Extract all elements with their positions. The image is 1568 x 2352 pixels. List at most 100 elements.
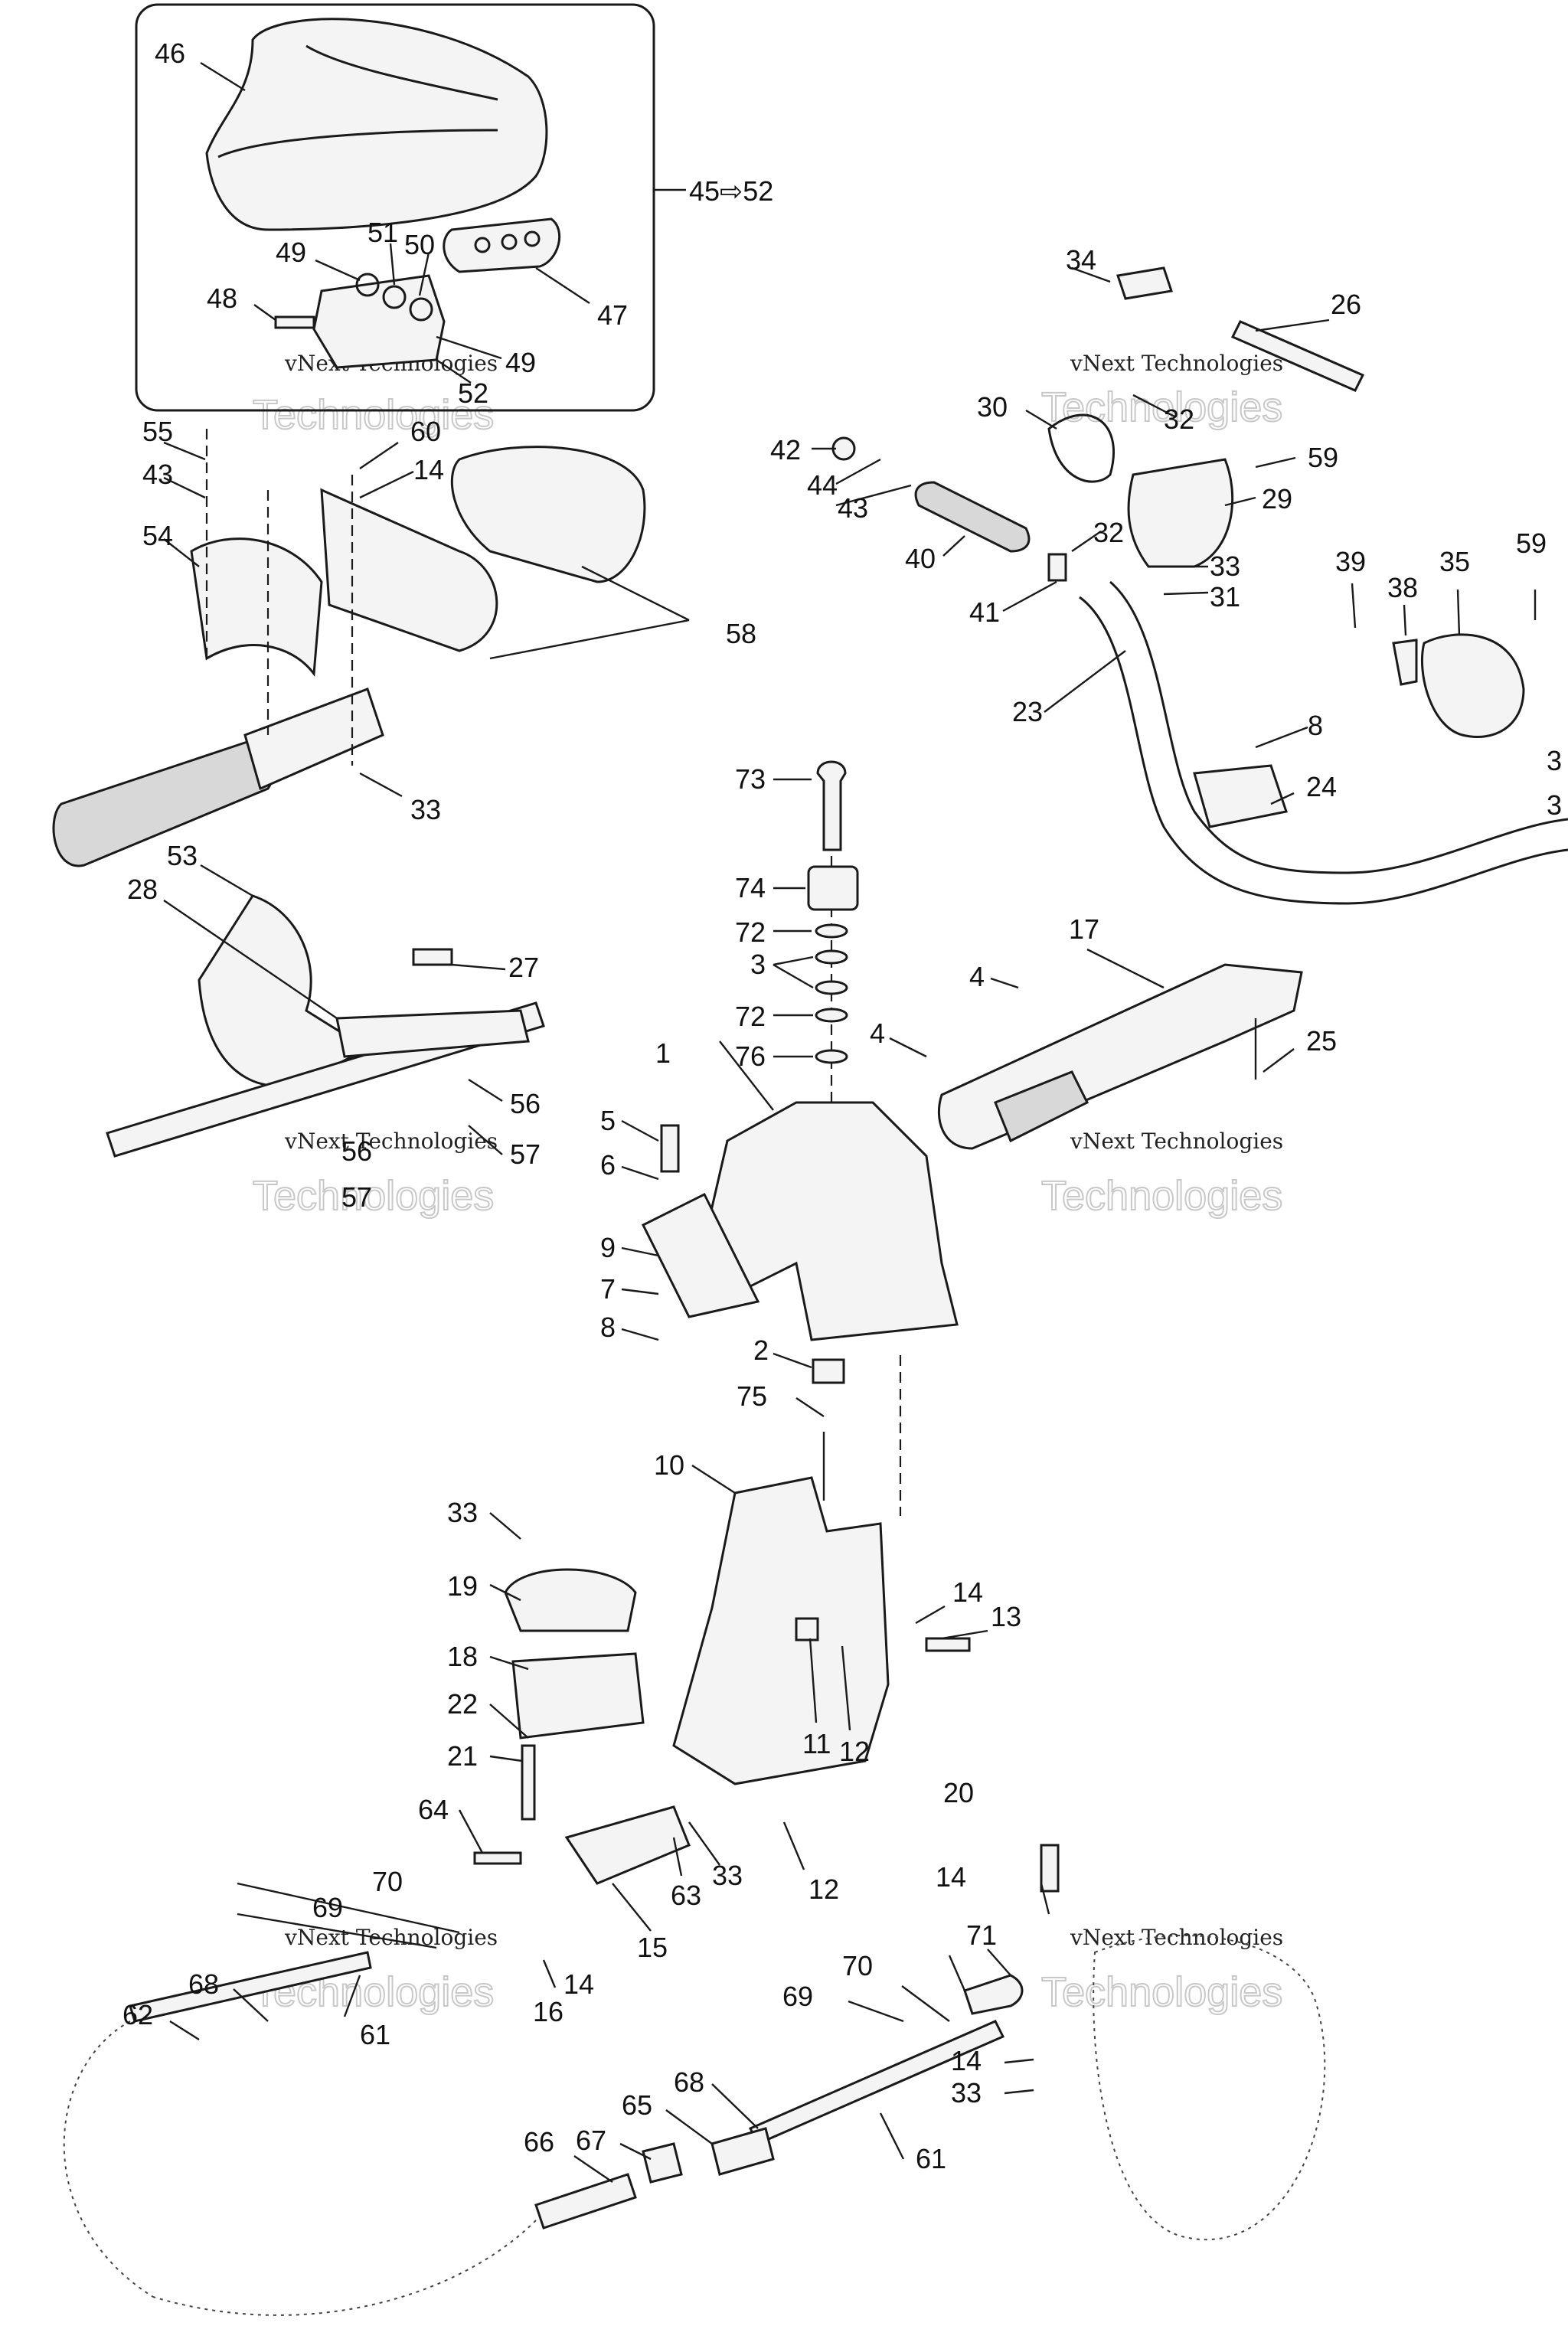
callout: 8: [1308, 710, 1323, 741]
pad-plate: [443, 217, 561, 273]
callout: 55: [142, 416, 173, 447]
callout: 43: [838, 492, 868, 524]
callout: 74: [735, 872, 766, 903]
callout: 32: [1093, 517, 1124, 548]
stem-knurl: [994, 1070, 1089, 1143]
pin: [412, 948, 453, 966]
callout: 43: [142, 459, 173, 490]
top-housing: [320, 488, 498, 652]
callout: 53: [167, 840, 198, 871]
callout: 65: [622, 2089, 652, 2121]
callout: 63: [671, 1880, 701, 1911]
callout: 62: [122, 1999, 153, 2030]
callout: 9: [600, 1232, 616, 1263]
watermark-logo: Technologies: [253, 1173, 494, 1219]
lever-housing: [106, 864, 545, 1158]
callout: 42: [770, 434, 801, 466]
callout: 10: [654, 1449, 684, 1481]
washer: [815, 949, 848, 965]
watermarks: vNext Technologies Technologies vNext Te…: [252, 351, 1283, 2016]
bracket-10: [672, 1476, 890, 1785]
callout: 16: [533, 1996, 564, 2027]
callout: 35: [1439, 546, 1470, 577]
callout: 75: [737, 1380, 767, 1412]
callout: 50: [404, 229, 435, 260]
callout-labels: 46 49 51 50 48 47 49 52 34 26 30 32 42 5…: [122, 38, 1562, 2174]
callout: 28: [127, 874, 158, 905]
callout: 14: [413, 454, 444, 485]
callout: 21: [447, 1740, 478, 1772]
cable-26: [1230, 320, 1365, 392]
handlebar-tube: [1079, 596, 1568, 905]
clamp-30: [1047, 413, 1115, 483]
far-right-housing: [1351, 583, 1537, 738]
callout: 64: [418, 1794, 449, 1825]
callout: 47: [597, 299, 628, 331]
callout: 33: [410, 794, 441, 825]
washer: [815, 980, 848, 995]
riser-24: [1193, 764, 1288, 828]
watermark-logo: Technologies: [1041, 384, 1282, 430]
washer: [815, 923, 848, 939]
spacer-74: [807, 865, 859, 911]
callout: 39: [1335, 546, 1366, 577]
callout: 38: [1387, 572, 1418, 603]
callout: 22: [447, 1688, 478, 1720]
watermark-text: vNext Technologies: [284, 1925, 498, 1950]
callout: 4: [870, 1018, 885, 1049]
nut-11: [795, 1617, 819, 1642]
inset-frame: [135, 3, 655, 412]
housing-35: [1420, 633, 1525, 738]
callout: 14: [564, 1968, 594, 2000]
fitting-65: [710, 2127, 775, 2176]
callout: 54: [142, 520, 173, 551]
watermark-logo: Technologies: [1041, 1173, 1282, 1219]
callout: 61: [916, 2143, 946, 2174]
callout: 70: [842, 1950, 873, 1981]
callout: 73: [735, 763, 766, 795]
callout: 15: [637, 1932, 668, 1963]
callout: 44: [807, 469, 838, 501]
callout: 27: [508, 952, 539, 983]
lower-bracket: [458, 1512, 720, 1932]
bolt-64: [473, 1851, 522, 1865]
housing-cover: [190, 537, 323, 678]
grip-40: [914, 481, 1031, 553]
callout: 6: [600, 1149, 616, 1181]
callout: 33: [712, 1860, 743, 1891]
callout: 12: [839, 1736, 870, 1767]
clamp-18: [511, 1652, 645, 1740]
pad-bracket: [312, 274, 446, 369]
watermark-text: vNext Technologies: [1070, 1129, 1283, 1154]
handlebar: [1044, 580, 1568, 905]
plate-9: [641, 1192, 760, 1318]
lever-cover: [198, 894, 371, 1087]
callout: 76: [735, 1040, 766, 1072]
callout: 49: [276, 237, 306, 268]
watermark-logo: Technologies: [1041, 1969, 1282, 2015]
callout: 32: [1164, 403, 1194, 435]
callout: 11: [802, 1728, 831, 1759]
callout: 60: [410, 416, 441, 447]
center-stack: [773, 760, 859, 1148]
callout: 31: [1210, 581, 1240, 612]
callout: 20: [943, 1777, 974, 1808]
callout: 72: [735, 916, 766, 948]
callout: 59: [1516, 528, 1547, 559]
bolt-20: [1040, 1844, 1060, 1893]
callout: 33: [1210, 550, 1240, 582]
callout: 57: [341, 1181, 372, 1213]
tube-66: [534, 2173, 637, 2230]
callout: 70: [372, 1866, 403, 1897]
callout: 5: [600, 1105, 616, 1136]
clip-67: [642, 2142, 683, 2184]
callout: 14: [952, 1576, 983, 1608]
watermark-text: vNext Technologies: [284, 1129, 498, 1154]
stem-17: [937, 963, 1303, 1150]
callout: 33: [951, 2077, 982, 2109]
callout: 66: [524, 2126, 554, 2158]
callout: 49: [505, 347, 536, 378]
washer: [815, 1049, 848, 1064]
callout: 14: [936, 1861, 966, 1893]
callout: 72: [735, 1001, 766, 1032]
